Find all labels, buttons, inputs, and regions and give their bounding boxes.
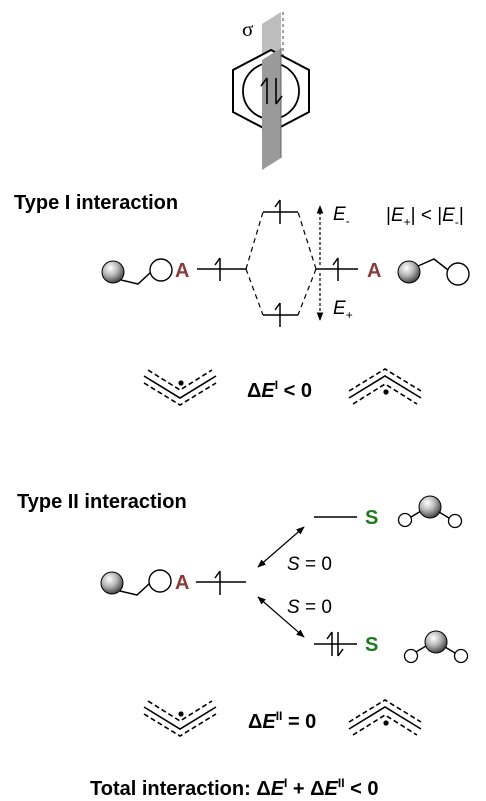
- overlap-arrow-top: [257, 526, 305, 568]
- electron-pair-icon: [260, 77, 283, 105]
- energy-inequality: |E+| < |E-|: [386, 205, 464, 229]
- type1-heading: Type I interaction: [14, 192, 178, 214]
- total-interaction: Total interaction: ΔEI + ΔEII < 0: [90, 776, 378, 800]
- overlap-arrow-bottom: [257, 596, 305, 638]
- electron-pair-arrows: [326, 631, 344, 657]
- delta-e2-relation: ΔEII = 0: [248, 709, 316, 733]
- electron-up-arrow-left: [214, 257, 221, 281]
- e-minus-label: E-: [333, 204, 350, 228]
- atom-s-top: S: [365, 507, 378, 529]
- bent-radical-icon-right-2: [348, 699, 422, 736]
- electron-up-arrow-type2: [214, 570, 221, 595]
- sigma-label: σ: [242, 17, 253, 41]
- fragment-left-molecule-2: [100, 569, 172, 596]
- atom-a-type2: A: [175, 572, 189, 594]
- benzene-sigma-plane: σ: [232, 12, 310, 170]
- bent-molecule-bottom: [403, 630, 469, 664]
- overlap-bottom-label: S = 0: [287, 597, 332, 618]
- type2-result-row: ΔEII = 0: [143, 699, 422, 737]
- type2-mo-diagram: A S = 0 S = 0 S S: [100, 495, 469, 664]
- electron-up-arrow-right: [332, 257, 339, 281]
- e-plus-label: E+: [333, 298, 353, 322]
- bent-radical-icon-left-2: [143, 700, 217, 737]
- bent-radical-icon-left: [143, 369, 217, 406]
- type1-mo-diagram: A E- E+: [101, 199, 470, 327]
- sigma-plane-back: [262, 12, 281, 60]
- overlap-top-label: S = 0: [287, 554, 332, 575]
- type2-heading: Type II interaction: [17, 491, 187, 513]
- fragment-right-molecule: [397, 258, 470, 286]
- bent-molecule-top: [397, 495, 463, 529]
- type1-result-row: ΔEI < 0: [143, 368, 422, 406]
- electron-up-arrow-bonding: [274, 302, 281, 327]
- electron-up-arrow-antibonding: [274, 199, 281, 224]
- atom-s-bottom: S: [365, 634, 378, 656]
- bent-radical-icon-right: [348, 368, 422, 405]
- delta-e1-relation: ΔEI < 0: [247, 378, 312, 402]
- atom-a-right: A: [367, 260, 381, 282]
- sigma-plane-front: [262, 48, 282, 170]
- atom-a-left: A: [175, 260, 189, 282]
- fragment-left-molecule: [101, 258, 173, 285]
